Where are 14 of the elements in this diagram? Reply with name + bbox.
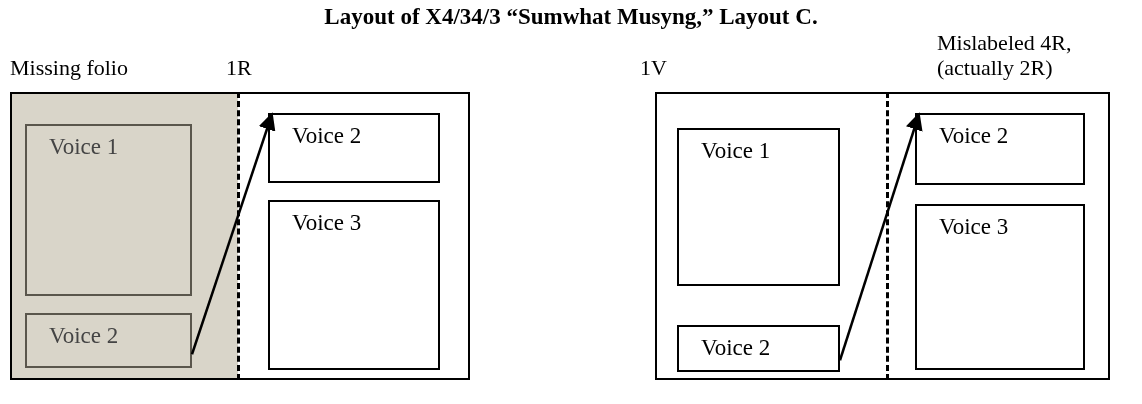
page-heading: 1V	[640, 55, 667, 80]
voice-box: Voice 3	[915, 204, 1085, 370]
page-heading: Mislabeled 4R, (actually 2R)	[937, 30, 1073, 80]
page-heading: Missing folio	[10, 55, 128, 80]
voice-box: Voice 2	[268, 113, 440, 183]
arrow	[190, 112, 276, 355]
voice-box: Voice 1	[25, 124, 192, 296]
voice-box: Voice 2	[677, 325, 840, 372]
diagram-title: Layout of X4/34/3 “Sumwhat Musyng,” Layout C.	[323, 4, 819, 30]
voice-box: Voice 2	[25, 313, 192, 368]
voice-box: Voice 2	[915, 113, 1085, 185]
voice-box: Voice 3	[268, 200, 440, 370]
voice-box: Voice 1	[677, 128, 840, 286]
page-heading: 1R	[226, 55, 252, 80]
